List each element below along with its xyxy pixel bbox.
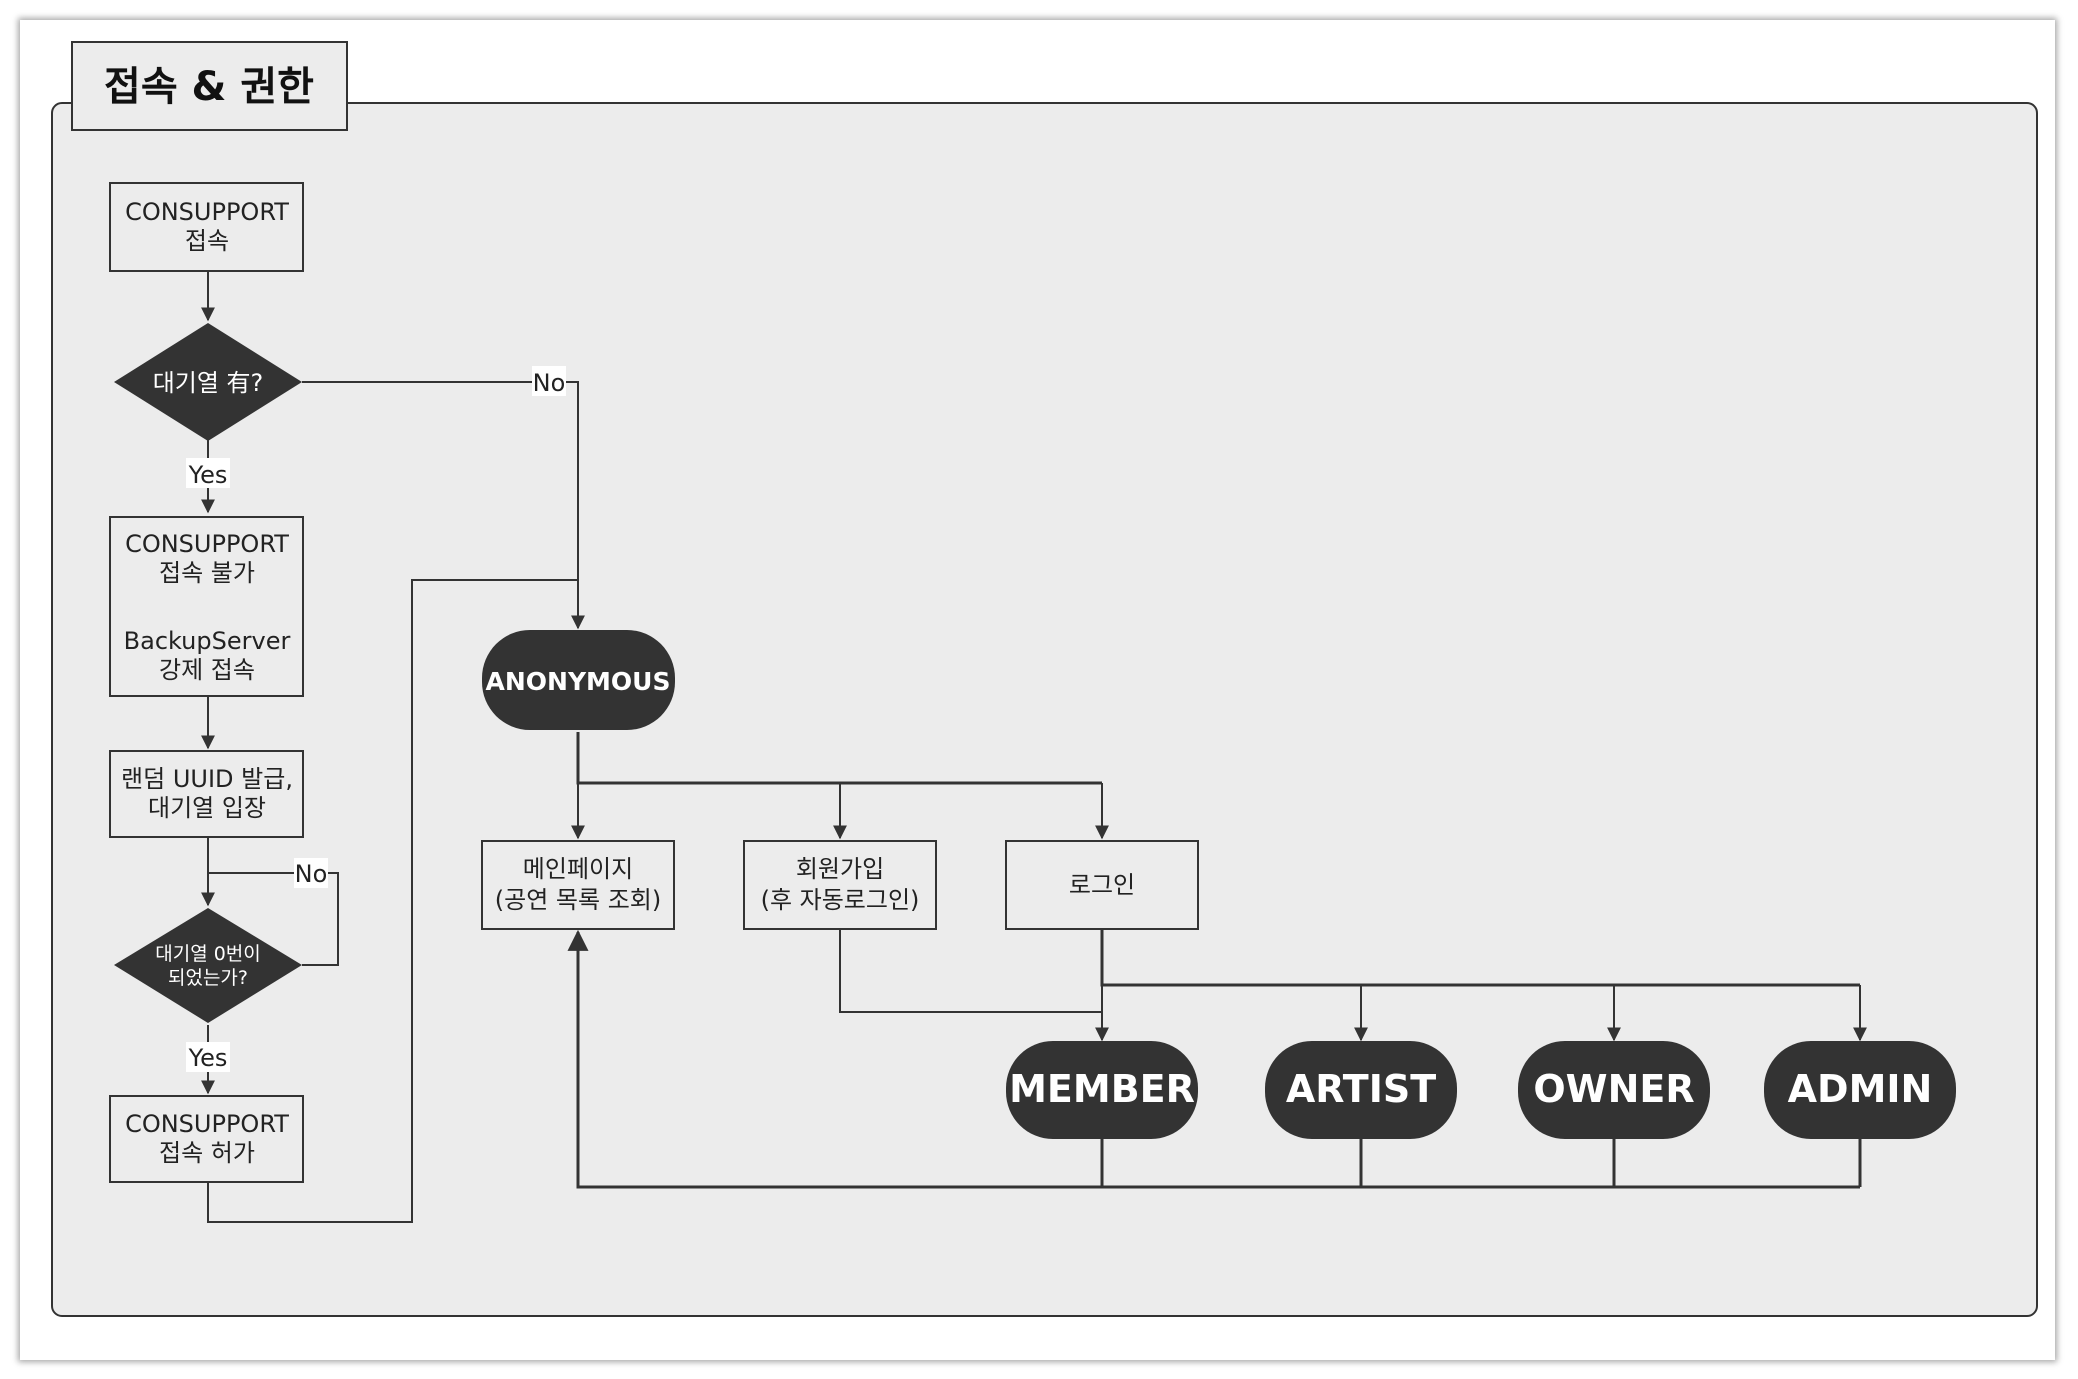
title-box xyxy=(71,41,348,131)
role-member-label: MEMBER xyxy=(1009,1067,1195,1111)
role-artist-label: ARTIST xyxy=(1286,1067,1436,1111)
edge-zero-no-loop xyxy=(208,872,339,966)
no-label-bg xyxy=(532,366,566,396)
node-anonymous xyxy=(482,630,675,730)
node-access-line2: 접속 xyxy=(185,227,229,255)
node-denied-line2: 접속 불가 xyxy=(159,559,255,587)
node-login xyxy=(1005,840,1199,930)
edge-label-zero-yes: Yes xyxy=(188,1044,228,1072)
node-denied-line4: 강제 접속 xyxy=(159,656,255,684)
node-signup-line1: 회원가입 xyxy=(796,855,884,883)
node-signup xyxy=(743,840,937,930)
node-uuid xyxy=(109,750,304,838)
edge-signup-member xyxy=(839,927,1102,1013)
node-uuid-line1: 랜덤 UUID 발급, xyxy=(121,765,293,793)
node-denied xyxy=(109,516,304,697)
role-admin-label: ADMIN xyxy=(1788,1067,1933,1111)
decision-queue-label: 대기열 有? xyxy=(153,369,264,397)
yes-label-bg xyxy=(186,458,230,488)
node-mainpage xyxy=(481,840,675,930)
node-anonymous-label: ANONYMOUS xyxy=(486,667,671,696)
node-access-line1: CONSUPPORT xyxy=(125,198,289,226)
no-label-bg-2 xyxy=(294,858,328,888)
node-access xyxy=(109,182,304,272)
yes-label-bg-2 xyxy=(186,1042,230,1072)
decision-zero xyxy=(114,908,302,1023)
decision-zero-line2: 되었는가? xyxy=(168,967,248,989)
decision-queue xyxy=(114,323,302,441)
flowchart: 접속 & 권한 No Yes N xyxy=(51,41,2038,1317)
node-denied-line3: BackupServer xyxy=(124,627,291,655)
node-uuid-line2: 대기열 입장 xyxy=(148,794,266,822)
node-allowed-line1: CONSUPPORT xyxy=(125,1110,289,1138)
role-artist xyxy=(1265,1041,1457,1139)
role-owner-label: OWNER xyxy=(1533,1067,1694,1111)
decision-zero-line1: 대기열 0번이 xyxy=(155,943,261,965)
node-mainpage-line1: 메인페이지 xyxy=(523,855,633,883)
node-allowed xyxy=(109,1095,304,1183)
node-signup-line2: (후 자동로그인) xyxy=(761,886,920,914)
node-login-label: 로그인 xyxy=(1069,871,1135,899)
role-admin xyxy=(1764,1041,1956,1139)
diagram-title: 접속 & 권한 xyxy=(104,64,314,110)
role-member xyxy=(1006,1041,1198,1139)
edge-label-zero-no: No xyxy=(295,860,328,888)
edge-label-queue-no: No xyxy=(533,369,566,397)
diagram-page: 접속 & 권한 No Yes N xyxy=(20,20,2055,1360)
node-allowed-line2: 접속 허가 xyxy=(159,1139,255,1167)
role-owner xyxy=(1518,1041,1710,1139)
edge-roles-mainpage xyxy=(578,932,1862,1189)
node-denied-line1: CONSUPPORT xyxy=(125,530,289,558)
node-mainpage-line2: (공연 목록 조회) xyxy=(495,886,661,914)
edge-label-queue-yes: Yes xyxy=(188,461,228,489)
edge-allowed-anonymous xyxy=(207,579,578,1223)
diagram-frame xyxy=(51,102,2038,1317)
edge-queue-no xyxy=(302,381,585,630)
